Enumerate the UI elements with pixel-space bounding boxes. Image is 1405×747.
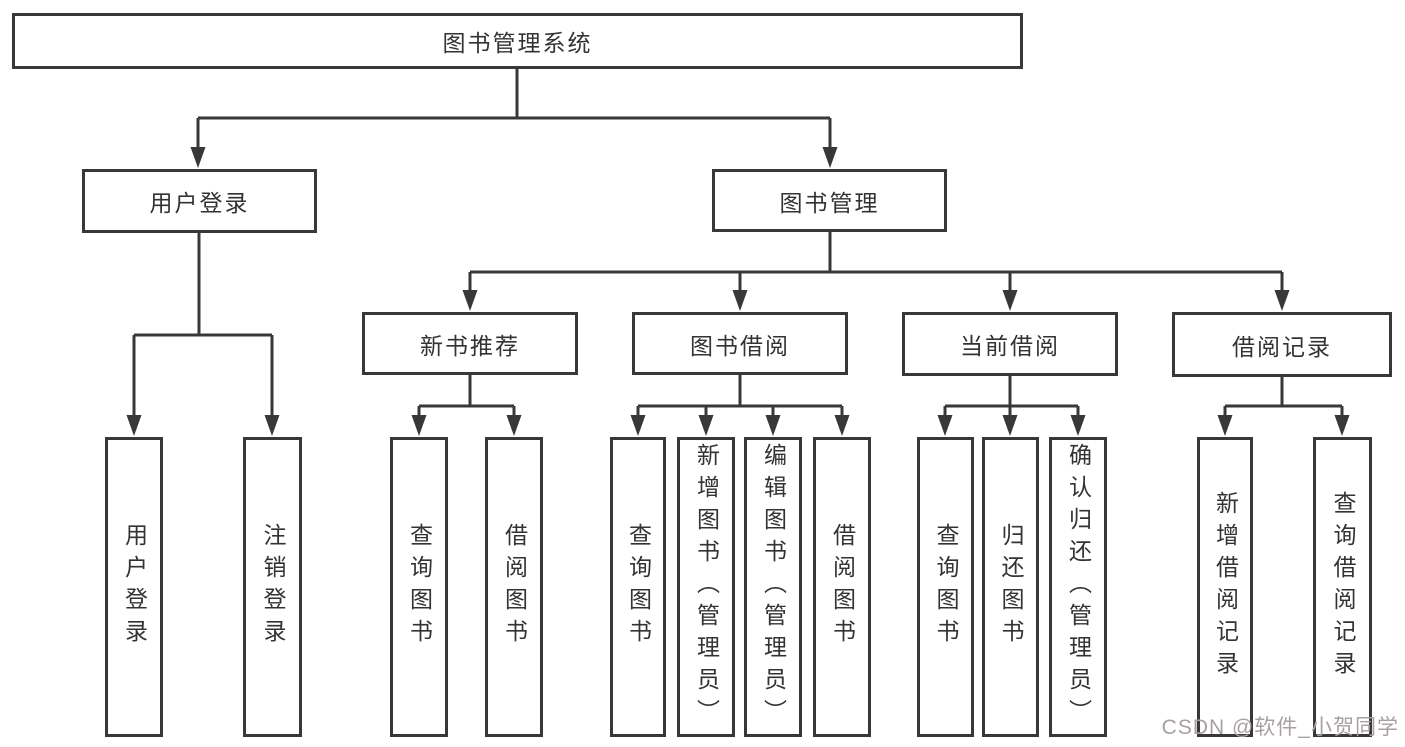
arrowhead (411, 415, 427, 436)
leaf-current-query-books-label: 查询图书 (933, 523, 959, 651)
leaf-query-borrow-record-label: 查询借阅记录 (1330, 491, 1356, 683)
leaf-recommend-query-books: 查询图书 (390, 437, 448, 737)
connector-borrowing-records-children (1217, 377, 1350, 436)
arrowhead (1070, 415, 1086, 436)
arrowhead (126, 415, 142, 436)
node-user-login: 用户登录 (82, 169, 317, 233)
leaf-edit-books-admin: 编辑图书（管理员） (744, 437, 802, 737)
node-library-management-system-label: 图书管理系统 (442, 30, 593, 56)
leaf-logout: 注销登录 (243, 437, 302, 737)
arrowhead (1334, 415, 1350, 436)
arrowhead (506, 415, 522, 436)
connector-book-borrowing-children (630, 375, 850, 436)
arrowhead (630, 415, 646, 436)
leaf-query-borrow-record: 查询借阅记录 (1313, 437, 1372, 737)
leaf-current-query-books: 查询图书 (917, 437, 974, 737)
arrowhead (1002, 415, 1018, 436)
leaf-add-borrow-record-label: 新增借阅记录 (1212, 491, 1239, 683)
node-book-borrowing-label: 图书借阅 (690, 332, 790, 359)
connector-user-login-children (126, 233, 280, 436)
arrowhead (462, 290, 478, 311)
node-new-book-recommend: 新书推荐 (362, 312, 578, 375)
csdn-watermark: CSDN @软件_小贺同学 (1161, 716, 1399, 739)
node-library-management-system: 图书管理系统 (12, 13, 1023, 69)
arrowhead (1002, 290, 1018, 311)
leaf-logout-label: 注销登录 (260, 523, 286, 651)
node-book-management: 图书管理 (712, 169, 947, 232)
leaf-user-login: 用户登录 (105, 437, 163, 737)
arrowhead (732, 290, 748, 311)
arrowhead (822, 147, 838, 168)
arrowhead (264, 415, 280, 436)
node-new-book-recommend-label: 新书推荐 (420, 332, 520, 359)
leaf-borrowing-borrow-books-label: 借阅图书 (829, 523, 856, 651)
node-current-borrowing-label: 当前借阅 (960, 333, 1060, 359)
connector-new-book-recommend-children (411, 375, 522, 436)
leaf-add-books-admin-label: 新增图书（管理员） (693, 443, 720, 731)
leaf-return-books-label: 归还图书 (998, 523, 1024, 651)
leaf-confirm-return-admin: 确认归还（管理员） (1049, 437, 1107, 737)
arrowhead (1274, 290, 1290, 311)
leaf-borrowing-query-books: 查询图书 (610, 437, 666, 737)
leaf-add-books-admin: 新增图书（管理员） (677, 437, 735, 737)
node-user-login-label: 用户登录 (149, 190, 250, 216)
connector-root-to-level2 (190, 69, 838, 168)
node-borrowing-records: 借阅记录 (1172, 312, 1392, 377)
leaf-user-login-label: 用户登录 (121, 523, 148, 651)
connector-current-borrowing-children (937, 376, 1086, 436)
leaf-recommend-borrow-books: 借阅图书 (485, 437, 543, 737)
node-borrowing-records-label: 借阅记录 (1232, 333, 1332, 360)
leaf-borrowing-borrow-books: 借阅图书 (813, 437, 871, 737)
node-book-management-label: 图书管理 (779, 189, 880, 216)
arrowhead (765, 415, 781, 436)
arrowhead (190, 147, 206, 168)
leaf-add-borrow-record: 新增借阅记录 (1197, 437, 1253, 737)
arrowhead (1217, 415, 1233, 436)
arrowhead (698, 415, 714, 436)
leaf-confirm-return-admin-label: 确认归还（管理员） (1065, 443, 1092, 731)
leaf-edit-books-admin-label: 编辑图书（管理员） (760, 443, 787, 731)
leaf-borrowing-query-books-label: 查询图书 (625, 523, 652, 651)
node-book-borrowing: 图书借阅 (632, 312, 848, 375)
leaf-recommend-borrow-books-label: 借阅图书 (501, 523, 528, 651)
arrowhead (834, 415, 850, 436)
arrowhead (937, 415, 953, 436)
connector-book-management-children (462, 232, 1290, 311)
node-current-borrowing: 当前借阅 (902, 312, 1118, 376)
leaf-recommend-query-books-label: 查询图书 (406, 523, 433, 651)
leaf-return-books: 归还图书 (982, 437, 1039, 737)
